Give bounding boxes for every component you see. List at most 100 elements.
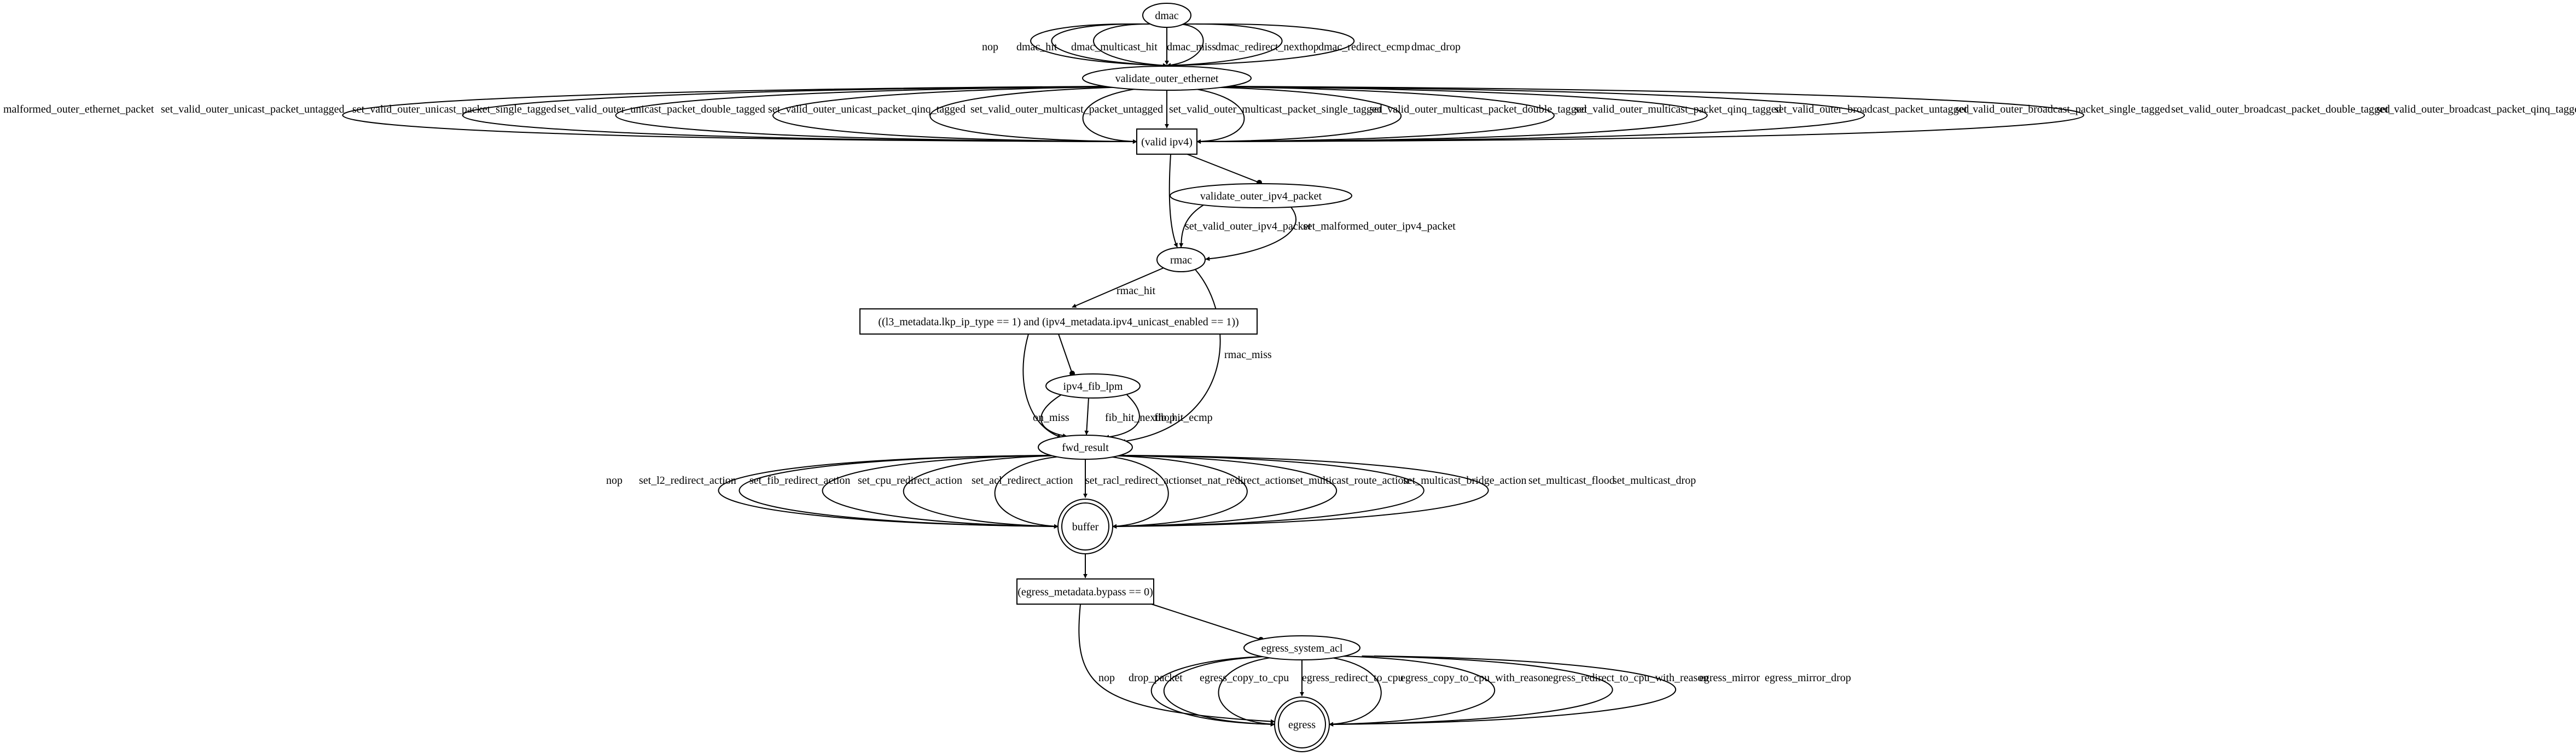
edge-dmac-to-validate-outer-ethernet bbox=[1093, 23, 1167, 68]
edge-label-voe-7: set_valid_outer_multicast_packet_double_… bbox=[1370, 103, 1587, 115]
edge-valid-ipv4-to-rmac bbox=[1168, 154, 1178, 248]
edge-validate-outer-ethernet-to-valid-ipv4 bbox=[342, 86, 1137, 144]
edge-fwd-result-to-buffer bbox=[718, 455, 1059, 529]
node-label-egress: egress bbox=[1288, 719, 1316, 731]
edge-label-voe-2: set_valid_outer_unicast_packet_single_ta… bbox=[352, 103, 556, 115]
edge-label-dmac-5: dmac_redirect_ecmp bbox=[1318, 41, 1410, 53]
node-label-buffer: buffer bbox=[1072, 521, 1099, 533]
node-label-validate-outer-ipv4-packet: validate_outer_ipv4_packet bbox=[1200, 190, 1322, 202]
edge-label-fwd-7: set_multicast_route_action bbox=[1291, 475, 1409, 487]
node-label-dmac: dmac bbox=[1155, 10, 1178, 22]
edge-l3-to-ipv4-fib-lpm bbox=[1058, 333, 1075, 376]
edge-egress-system-acl-to-egress bbox=[1329, 655, 1613, 727]
edge-validate-outer-ethernet-to-valid-ipv4 bbox=[772, 86, 1141, 144]
node-validate-outer-ipv4-packet: validate_outer_ipv4_packet bbox=[1170, 183, 1352, 208]
edge-dmac-to-validate-outer-ethernet bbox=[1030, 23, 1167, 68]
edge-label-dmac-2: dmac_multicast_hit bbox=[1071, 41, 1158, 53]
edge-label-acl-2: egress_copy_to_cpu bbox=[1200, 672, 1289, 684]
edge-label-voe-3: set_valid_outer_unicast_packet_double_ta… bbox=[557, 103, 765, 115]
edges-layer bbox=[342, 23, 2084, 727]
node-egress-system-acl: egress_system_acl bbox=[1243, 635, 1360, 660]
edge-label-fwd-2: set_fib_redirect_action bbox=[749, 475, 850, 487]
edge-voip-to-rmac-malformed bbox=[1205, 207, 1296, 261]
edge-label-fwd-4: set_acl_redirect_action bbox=[972, 475, 1073, 487]
node-label-l3-unicast-condition: ((l3_metadata.lkp_ip_type == 1) and (ipv… bbox=[878, 316, 1238, 328]
node-label-rmac: rmac bbox=[1170, 254, 1192, 266]
edge-fwd-result-to-buffer bbox=[1111, 455, 1337, 529]
node-rmac: rmac bbox=[1156, 247, 1206, 272]
edge-label-rmac-miss: rmac_miss bbox=[1224, 349, 1272, 361]
edge-fib-hit-nexthop bbox=[1084, 397, 1089, 435]
edge-label-acl-3: egress_redirect_to_cpu bbox=[1302, 672, 1403, 684]
edge-fwd-result-to-buffer bbox=[1102, 455, 1248, 529]
node-fwd-result: fwd_result bbox=[1038, 435, 1133, 460]
edge-fwd-result-to-buffer bbox=[739, 455, 1059, 529]
edge-validate-outer-ethernet-to-valid-ipv4 bbox=[462, 86, 1137, 144]
edge-label-voe-10: set_valid_outer_broadcast_packet_single_… bbox=[1955, 103, 2170, 115]
edge-label-acl-6: egress_mirror bbox=[1699, 672, 1760, 684]
edge-label-voe-4: set_valid_outer_unicast_packet_qinq_tagg… bbox=[768, 103, 966, 115]
edge-rmac-miss bbox=[1121, 269, 1221, 444]
edge-egress-system-acl-to-egress bbox=[1163, 655, 1276, 727]
node-validate-outer-ethernet: validate_outer_ethernet bbox=[1082, 66, 1252, 91]
edge-fib-hit-ecmp bbox=[1104, 394, 1140, 440]
edge-label-fib-2: fib_hit_ecmp bbox=[1154, 412, 1213, 424]
edge-label-fwd-10: set_multicast_drop bbox=[1613, 475, 1696, 487]
edge-fwd-result-to-buffer bbox=[903, 455, 1067, 529]
node-label-ipv4-fib-lpm: ipv4_fib_lpm bbox=[1063, 381, 1123, 393]
edge-validate-outer-ethernet-to-valid-ipv4 bbox=[1171, 86, 1245, 144]
edge-fwd-result-to-buffer bbox=[1112, 455, 1489, 529]
edge-egress-system-acl-to-egress bbox=[1329, 655, 1676, 727]
node-valid-ipv4-condition: (valid ipv4) bbox=[1136, 128, 1197, 155]
edge-dmac-to-validate-outer-ethernet bbox=[1166, 23, 1204, 68]
edge-validate-outer-ethernet-to-valid-ipv4 bbox=[1196, 86, 1865, 144]
edge-rmac-hit bbox=[1072, 267, 1164, 308]
node-label-valid-ipv4: (valid ipv4) bbox=[1141, 136, 1193, 148]
edge-label-dmac-1: dmac_hit bbox=[1016, 41, 1057, 53]
edge-dmac-to-validate-outer-ethernet bbox=[1051, 23, 1167, 68]
node-label-egress-system-acl: egress_system_acl bbox=[1261, 642, 1343, 654]
edge-label-voe-11: set_valid_outer_broadcast_packet_double_… bbox=[2171, 103, 2390, 115]
edge-validate-outer-ethernet-to-valid-ipv4 bbox=[929, 86, 1152, 144]
edge-validate-outer-ethernet-to-valid-ipv4 bbox=[1196, 86, 1708, 144]
edge-label-fib-1: fib_hit_nexthop bbox=[1105, 412, 1175, 424]
edge-fwd-result-to-buffer bbox=[1112, 455, 1424, 529]
edge-label-fwd-8: set_multicast_bridge_action bbox=[1403, 475, 1527, 487]
edge-label-voe-6: set_valid_outer_multicast_packet_single_… bbox=[1169, 103, 1382, 115]
edge-label-acl-0: nop bbox=[1098, 672, 1115, 684]
edge-dmac-to-validate-outer-ethernet bbox=[1166, 23, 1355, 68]
edge-egress-system-acl-to-egress bbox=[1329, 655, 1496, 727]
edge-label-voe-5: set_valid_outer_multicast_packet_untagge… bbox=[970, 103, 1163, 115]
edge-label-dmac-6: dmac_drop bbox=[1411, 41, 1461, 53]
edge-label-fwd-9: set_multicast_flood bbox=[1528, 475, 1615, 487]
edge-label-dmac-4: dmac_redirect_nexthop bbox=[1216, 41, 1319, 53]
edge-egress-condition-to-acl bbox=[1151, 604, 1264, 642]
edge-egress-system-acl-to-egress bbox=[1150, 655, 1275, 727]
edge-validate-outer-ethernet-to-valid-ipv4 bbox=[615, 86, 1137, 144]
node-dmac: dmac bbox=[1142, 3, 1191, 28]
edge-label-voip-1: set_malformed_outer_ipv4_packet bbox=[1303, 220, 1456, 232]
nodes-layer: dmac validate_outer_ethernet (valid ipv4… bbox=[859, 3, 1360, 752]
node-label-validate-outer-ethernet: validate_outer_ethernet bbox=[1115, 73, 1219, 85]
edge-label-fwd-1: set_l2_redirect_action bbox=[639, 475, 736, 487]
edge-l3-to-fwd-result bbox=[1022, 333, 1062, 438]
edge-label-voe-12: set_valid_outer_broadcast_packet_qinq_ta… bbox=[2376, 103, 2576, 115]
edge-label-acl-5: egress_redirect_to_cpu_with_reason bbox=[1548, 672, 1708, 684]
node-l3-unicast-condition: ((l3_metadata.lkp_ip_type == 1) and (ipv… bbox=[859, 308, 1258, 335]
edge-fib-on-miss bbox=[1040, 394, 1067, 438]
edge-label-voip-0: set_valid_outer_ipv4_packet bbox=[1185, 220, 1311, 232]
node-egress-bypass-condition: (egress_metadata.bypass == 0) bbox=[1016, 578, 1154, 605]
edge-dmac-to-validate-outer-ethernet bbox=[1166, 23, 1283, 68]
edge-valid-ipv4-to-validate-outer-ipv4-packet bbox=[1187, 154, 1262, 185]
edge-label-acl-4: egress_copy_to_cpu_with_reason bbox=[1400, 672, 1549, 684]
edge-fwd-result-to-buffer bbox=[822, 455, 1059, 529]
edge-validate-outer-ethernet-to-valid-ipv4 bbox=[1196, 86, 2084, 144]
edge-label-dmac-0: nop bbox=[982, 41, 998, 53]
edge-fwd-result-to-buffer bbox=[994, 455, 1077, 529]
edge-validate-outer-ethernet-to-valid-ipv4 bbox=[1082, 86, 1162, 144]
edge-egress-system-acl-to-egress bbox=[1316, 655, 1382, 727]
edge-fwd-result-to-buffer bbox=[1094, 455, 1169, 529]
edge-label-fwd-0: nop bbox=[606, 475, 623, 487]
edge-label-fib-0: on_miss bbox=[1033, 412, 1069, 424]
edge-label-fwd-6: set_nat_redirect_action bbox=[1190, 475, 1292, 487]
